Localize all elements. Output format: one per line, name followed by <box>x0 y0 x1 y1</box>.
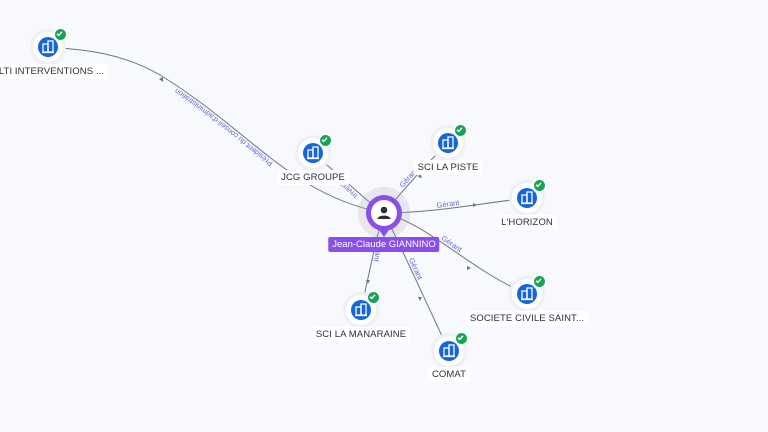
company-node-saint[interactable] <box>512 275 546 309</box>
company-label-comat[interactable]: COMAT <box>427 367 471 382</box>
arrow-saint <box>467 266 471 270</box>
building-icon <box>438 133 458 153</box>
company-label-piste[interactable]: SCI LA PISTE <box>413 160 483 175</box>
company-node-manaraine[interactable] <box>346 291 380 325</box>
person-icon <box>377 206 391 219</box>
building-icon <box>351 300 371 320</box>
company-node-comat[interactable] <box>434 332 468 366</box>
company-node-horizon[interactable] <box>512 179 546 213</box>
verified-check-icon <box>533 179 546 192</box>
company-label-horizon[interactable]: L'HORIZON <box>497 215 557 230</box>
verified-check-icon <box>454 124 467 137</box>
verified-check-icon <box>533 275 546 288</box>
person-name-label[interactable]: Jean-Claude GIANNINO <box>328 237 440 252</box>
verified-check-icon <box>367 291 380 304</box>
arrow-multi <box>159 77 163 82</box>
building-icon <box>303 143 323 163</box>
building-icon <box>517 284 537 304</box>
company-label-multi[interactable]: ULTI INTERVENTIONS ... <box>0 64 109 79</box>
edge-label-comat: Gérant <box>407 256 425 282</box>
building-icon <box>439 341 459 361</box>
edge-label-multi: Président du conseil d'administration <box>173 86 275 168</box>
building-icon <box>517 188 537 208</box>
company-label-saint[interactable]: SOCIETE CIVILE SAINT... <box>465 311 589 326</box>
arrow-horizon <box>473 203 477 207</box>
edge-label-horizon: Gérant <box>436 198 461 210</box>
company-node-multi[interactable] <box>33 28 67 62</box>
person-node[interactable] <box>358 187 410 239</box>
company-node-jcg[interactable] <box>298 134 332 168</box>
company-node-piste[interactable] <box>433 124 467 158</box>
verified-check-icon <box>319 134 332 147</box>
company-label-manaraine[interactable]: SCI LA MANARAINE <box>311 327 411 342</box>
building-icon <box>38 37 58 57</box>
company-label-jcg[interactable]: JCG GROUPE <box>277 170 349 185</box>
arrow-comat <box>418 297 422 301</box>
verified-check-icon <box>455 332 468 345</box>
verified-check-icon <box>54 28 67 41</box>
edge-arrows <box>159 77 477 301</box>
arrow-piste <box>418 173 422 178</box>
arrow-manaraine <box>366 280 370 284</box>
